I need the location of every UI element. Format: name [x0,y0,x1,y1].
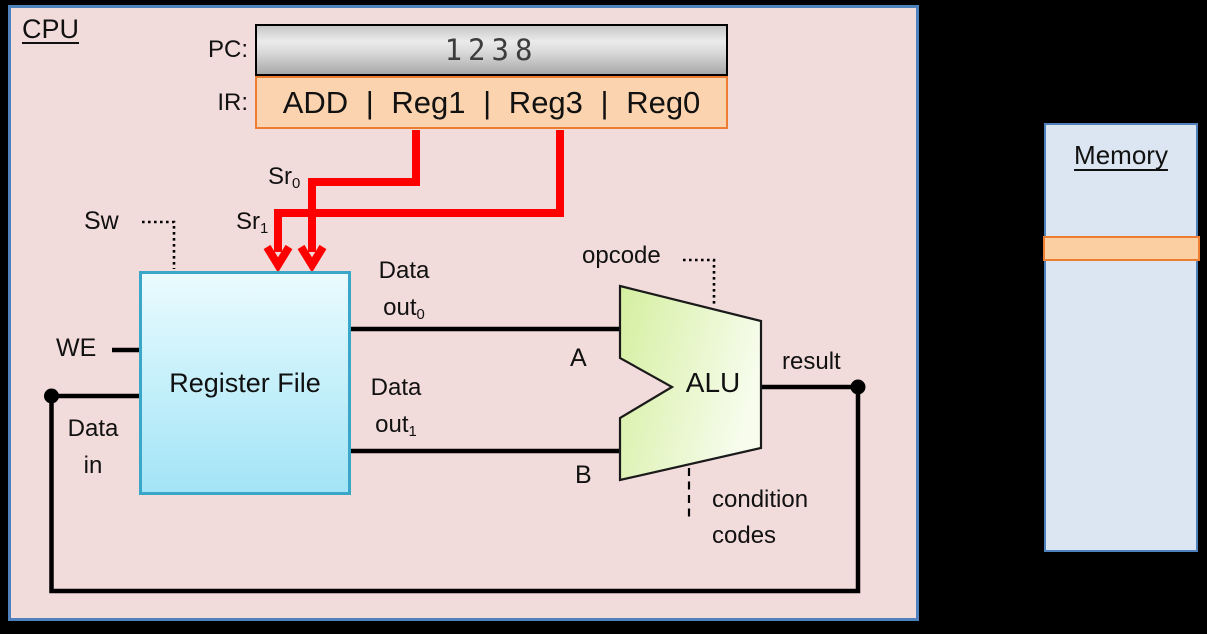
data-out1-subscript: 1 [408,424,417,441]
alu-input-a-label: A [570,344,587,372]
pc-register-box: 1238 [255,24,728,76]
data-in-junction-dot [44,388,59,404]
sw-label: Sw [84,207,119,235]
data-out1-line1: Data [370,374,422,401]
data-in-line1: Data [67,415,119,442]
sw-dotted-wire [142,220,176,269]
sr0-subscript: 0 [292,176,301,193]
we-label: WE [56,334,97,362]
memory-box: Memory [1044,123,1198,552]
sr0-arrowhead [297,244,327,273]
alu-shape [618,284,763,482]
data-out1-line2: out1 [352,406,440,451]
control-wires [142,220,716,518]
condition-line1: condition [712,486,809,513]
alu-label: ALU [685,367,741,398]
cpu-title: CPU [22,14,80,44]
data-out0-line2: out0 [360,289,448,334]
data-out0-base: out [383,294,417,321]
alu-input-b-label: B [575,461,592,489]
feedback-wire [49,387,861,594]
register-file-box: Register File [139,271,351,495]
data-out1-base: out [375,411,409,438]
ir-label: IR: [217,89,248,116]
pc-label: PC: [207,36,248,63]
condition-codes-label: condition codes [712,482,808,554]
data-in-label: Data in [50,410,136,484]
ir-value: ADD | Reg1 | Reg3 | Reg0 [282,84,701,120]
opcode-label: opcode [582,242,661,269]
memory-title: Memory [1074,140,1168,170]
result-junction-dot [850,379,866,395]
data-in-line2: in [83,452,103,479]
data-out0-line1: Data [378,257,430,284]
sr0-base: Sr [268,163,292,190]
condition-line2: codes [712,522,777,549]
sr1-select-wire [274,130,564,252]
pc-value: 1238 [444,33,539,67]
memory-highlight-row [1043,236,1200,261]
opcode-dotted-wire [683,258,716,305]
sr0-select-wire [308,130,420,252]
sr1-base: Sr [236,208,260,235]
black-wires [49,326,861,594]
sr1-arrowhead [263,244,293,273]
register-file-label: Register File [169,367,321,398]
data-out1-label: Data out1 [352,369,440,451]
data-out0-subscript: 0 [416,307,425,324]
red-select-wires [263,130,564,273]
sr1-subscript: 1 [260,221,269,238]
data-out0-label: Data out0 [360,252,448,334]
ir-register-box: ADD | Reg1 | Reg3 | Reg0 [255,76,728,129]
sr1-label: Sr1 [236,208,268,237]
sr0-label: Sr0 [268,163,300,192]
result-label: result [782,348,841,375]
